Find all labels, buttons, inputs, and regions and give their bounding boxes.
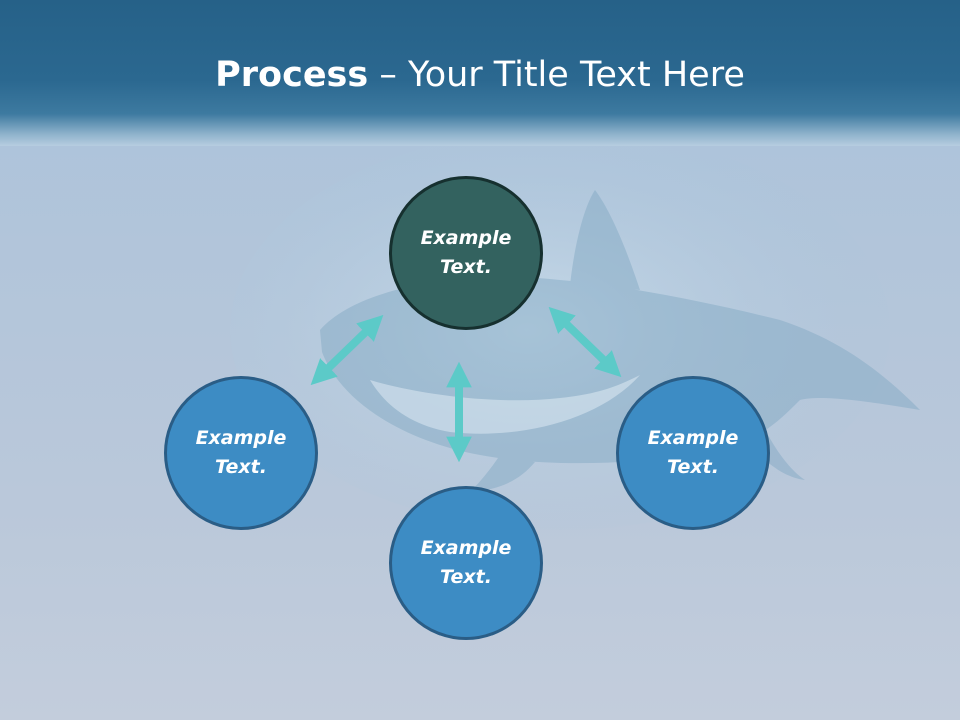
- slide-title: Process – Your Title Text Here: [0, 52, 960, 98]
- arrow-top-left: [310, 314, 384, 386]
- node-right-label: Example Text.: [647, 427, 739, 478]
- process-node-left: Example Text.: [164, 376, 318, 530]
- node-left-label: Example Text.: [195, 427, 287, 478]
- node-top-label: Example Text.: [420, 227, 512, 278]
- process-node-bottom: Example Text.: [389, 486, 543, 640]
- title-rest: – Your Title Text Here: [368, 55, 745, 95]
- title-bold: Process: [215, 55, 369, 95]
- header-band: Process – Your Title Text Here: [0, 0, 960, 146]
- node-bottom-label: Example Text.: [420, 537, 512, 588]
- process-node-top: Example Text.: [389, 176, 543, 330]
- arrow-top-right: [548, 306, 622, 378]
- process-node-right: Example Text.: [616, 376, 770, 530]
